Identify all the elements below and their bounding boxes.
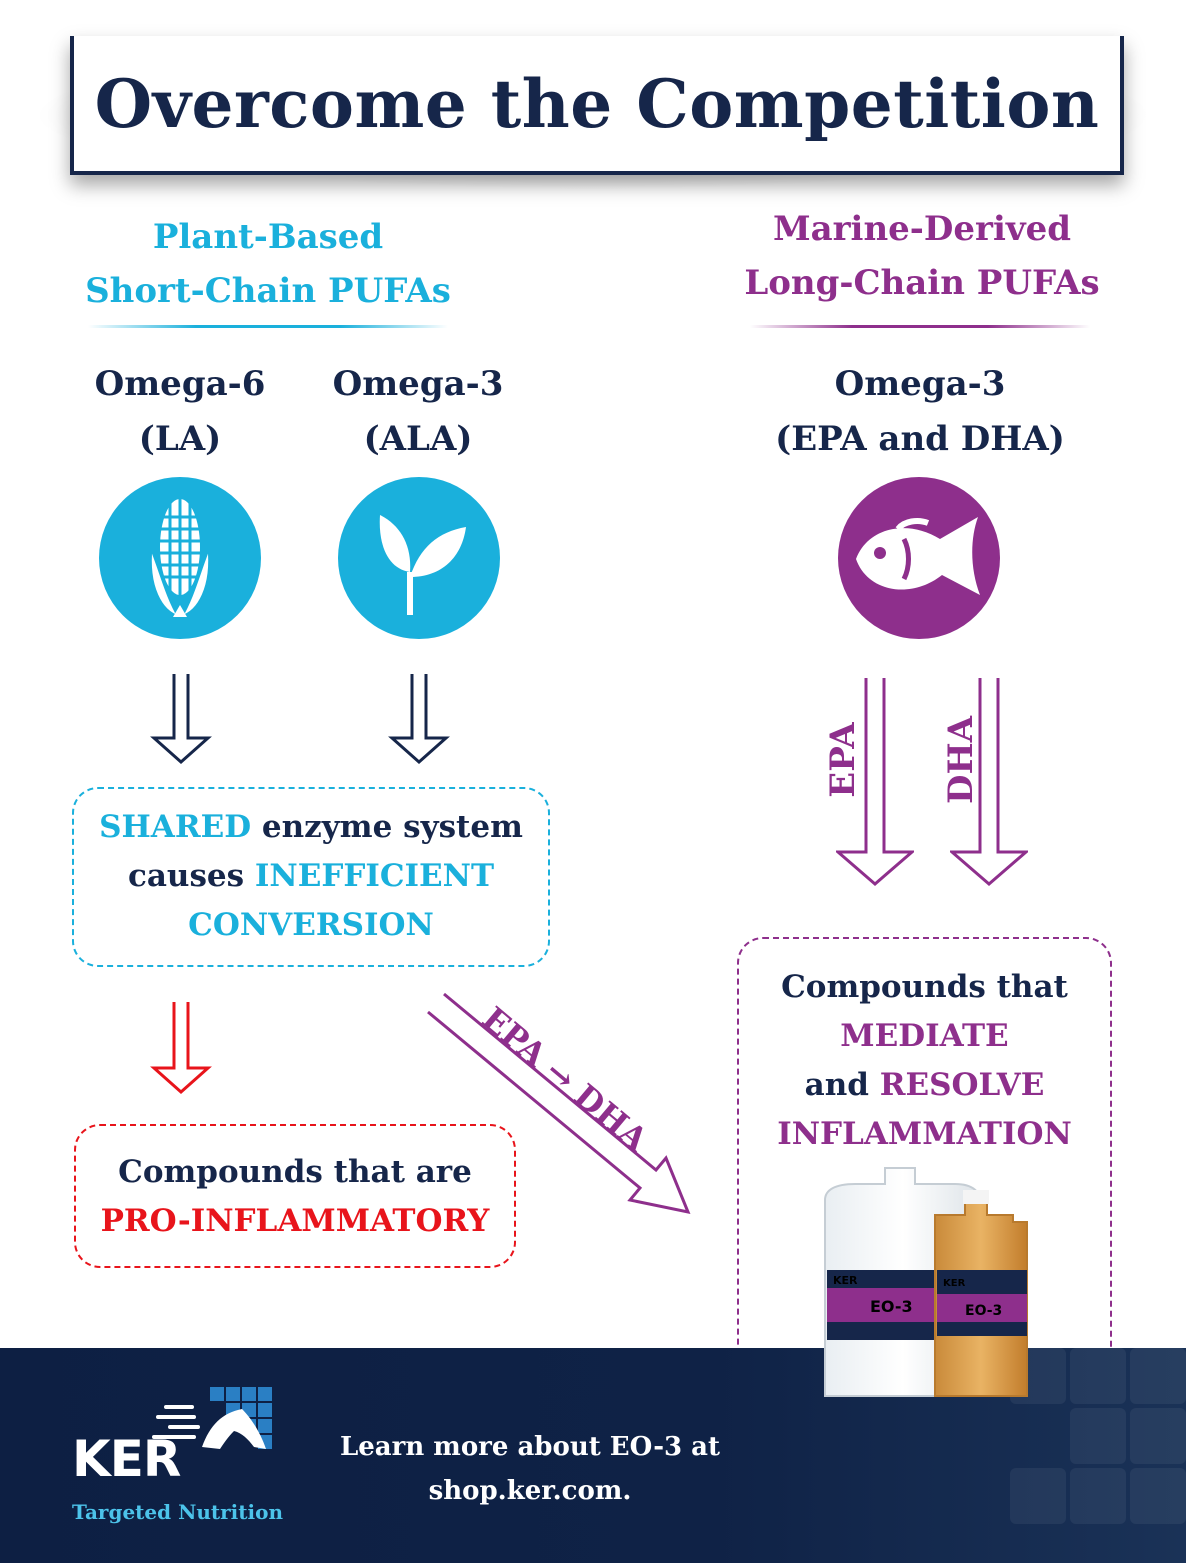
omega3-ala-sub: (ALA) [363, 419, 473, 459]
omega3-epa-dha-label: Omega-3 (EPA and DHA) [740, 357, 1100, 467]
leaf-icon [338, 477, 500, 639]
fish-icon [838, 477, 1000, 639]
omega3-ala-name: Omega-3 [332, 364, 504, 404]
plant-heading-line1: Plant-Based [152, 217, 384, 257]
epa-arrow-label: EPA [823, 722, 863, 798]
plant-heading-underline [88, 325, 448, 328]
learn-line1: Learn more about EO-3 at [339, 1432, 720, 1462]
marine-heading-underline [750, 325, 1090, 328]
shared-rest: enzyme system [251, 809, 523, 845]
omega3-marine-sub: (EPA and DHA) [775, 419, 1065, 459]
box-line4: INFLAMMATION [777, 1116, 1072, 1152]
marine-heading: Marine-Derived Long-Chain PUFAs [722, 202, 1122, 310]
omega6-label: Omega-6 (LA) [80, 357, 280, 467]
inefficient-word: INEFFICIENT [254, 858, 495, 894]
box-line3-and: and [804, 1067, 880, 1103]
eo3-product-image: KER EO-3 KER EO-3 [824, 1167, 1028, 1397]
jug-name-small: EO-3 [965, 1303, 1002, 1319]
dha-arrow-label: DHA [941, 716, 981, 804]
pro-inflammatory-box: Compounds that are PRO-INFLAMMATORY [74, 1124, 516, 1268]
marine-heading-line1: Marine-Derived [772, 209, 1072, 249]
arrow-down-red [150, 1002, 212, 1095]
jug-brand-small: KER [943, 1278, 966, 1289]
learn-link[interactable]: shop.ker.com. [428, 1476, 632, 1506]
omega3-marine-name: Omega-3 [834, 364, 1006, 404]
arrow-down-omega3 [388, 674, 450, 764]
causes-word: causes [127, 858, 255, 894]
title-banner: Overcome the Competition [70, 36, 1124, 175]
jug-brand-large: KER [833, 1274, 858, 1287]
arrow-down-dha [950, 678, 1028, 886]
horse-logo-icon [152, 1387, 272, 1449]
ker-brand-name: KER [72, 1430, 181, 1488]
plant-heading-line2: Short-Chain PUFAs [85, 271, 451, 311]
shared-word: SHARED [99, 809, 252, 845]
arrow-down-omega6 [150, 674, 212, 764]
learn-more-text: Learn more about EO-3 at shop.ker.com. [330, 1425, 730, 1513]
arrow-down-epa [836, 678, 914, 886]
conversion-word: CONVERSION [188, 907, 434, 943]
page-title: Overcome the Competition [94, 64, 1100, 143]
plant-heading: Plant-Based Short-Chain PUFAs [68, 210, 468, 318]
jug-name-large: EO-3 [870, 1297, 913, 1316]
mediate-resolve-box: Compounds that MEDIATE and RESOLVE INFLA… [737, 937, 1112, 1423]
omega6-name: Omega-6 [94, 364, 266, 404]
shared-enzyme-box: SHARED enzyme system causes INEFFICIENT … [72, 787, 550, 967]
omega6-sub: (LA) [138, 419, 222, 459]
pro-line2: PRO-INFLAMMATORY [100, 1203, 490, 1239]
omega3-ala-label: Omega-3 (ALA) [318, 357, 518, 467]
ker-tagline: Targeted Nutrition [72, 1500, 283, 1524]
footer [0, 1348, 1186, 1563]
marine-heading-line2: Long-Chain PUFAs [744, 263, 1100, 303]
box-line3-resolve: RESOLVE [879, 1067, 1045, 1103]
pro-line1: Compounds that are [118, 1154, 472, 1190]
box-line2: MEDIATE [840, 1018, 1009, 1054]
corn-icon [99, 477, 261, 639]
diagonal-arrow-epa-dha [427, 992, 691, 1215]
box-line1: Compounds that [781, 969, 1068, 1005]
